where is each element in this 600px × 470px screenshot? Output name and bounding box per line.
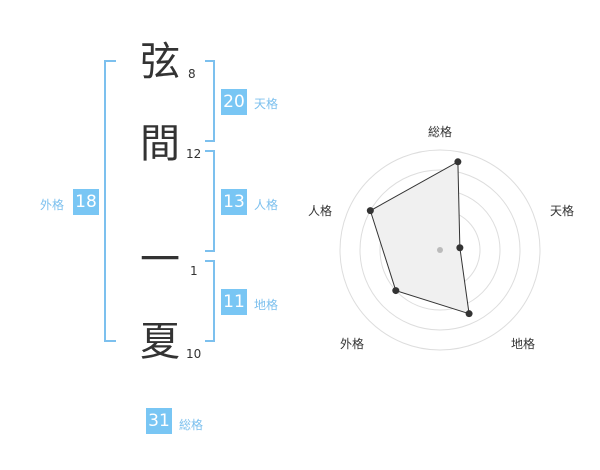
chikaku-bracket — [205, 260, 215, 342]
stroke-count-3: 1 — [190, 264, 198, 278]
stroke-count-1: 8 — [188, 67, 196, 81]
radar-axis-tenkaku: 天格 — [550, 204, 575, 218]
radar-points — [366, 158, 473, 318]
radar-point-1 — [456, 244, 464, 252]
name-char-3: 一 — [140, 237, 180, 283]
radar-ring — [359, 169, 521, 331]
jinkaku-bracket — [205, 150, 215, 252]
gaikaku-label: 外格 — [40, 198, 65, 212]
radar-axis-chikaku: 地格 — [511, 337, 536, 351]
radar-point-3 — [392, 287, 400, 295]
soukaku-value: 31 — [146, 408, 172, 434]
stroke-count-4: 10 — [186, 347, 202, 361]
radar-point-0 — [454, 158, 462, 166]
gaikaku-bracket — [104, 60, 116, 342]
name-char-4: 夏 — [140, 319, 180, 365]
chikaku-value: 11 — [221, 289, 247, 315]
name-char-1: 弦 — [140, 39, 180, 85]
tenkaku-value: 20 — [221, 89, 247, 115]
radar-ring — [339, 149, 541, 351]
radar-point-2 — [465, 310, 473, 318]
name-char-2: 間 — [140, 121, 180, 167]
jinkaku-value: 13 — [221, 189, 247, 215]
tenkaku-label: 天格 — [254, 97, 279, 111]
radar-axis-jinkaku: 人格 — [308, 204, 333, 218]
stroke-count-2: 12 — [186, 147, 202, 161]
tenkaku-bracket — [205, 60, 215, 142]
radar-axis-soukaku: 総格 — [428, 125, 453, 139]
radar-center-dot — [437, 247, 443, 253]
radar-polygon — [369, 160, 470, 315]
gaikaku-value: 18 — [73, 189, 99, 215]
jinkaku-label: 人格 — [254, 198, 279, 212]
soukaku-label: 総格 — [179, 418, 204, 432]
radar-axis-gaikaku: 外格 — [340, 337, 365, 351]
radar-point-4 — [366, 207, 374, 215]
chikaku-label: 地格 — [254, 298, 279, 312]
